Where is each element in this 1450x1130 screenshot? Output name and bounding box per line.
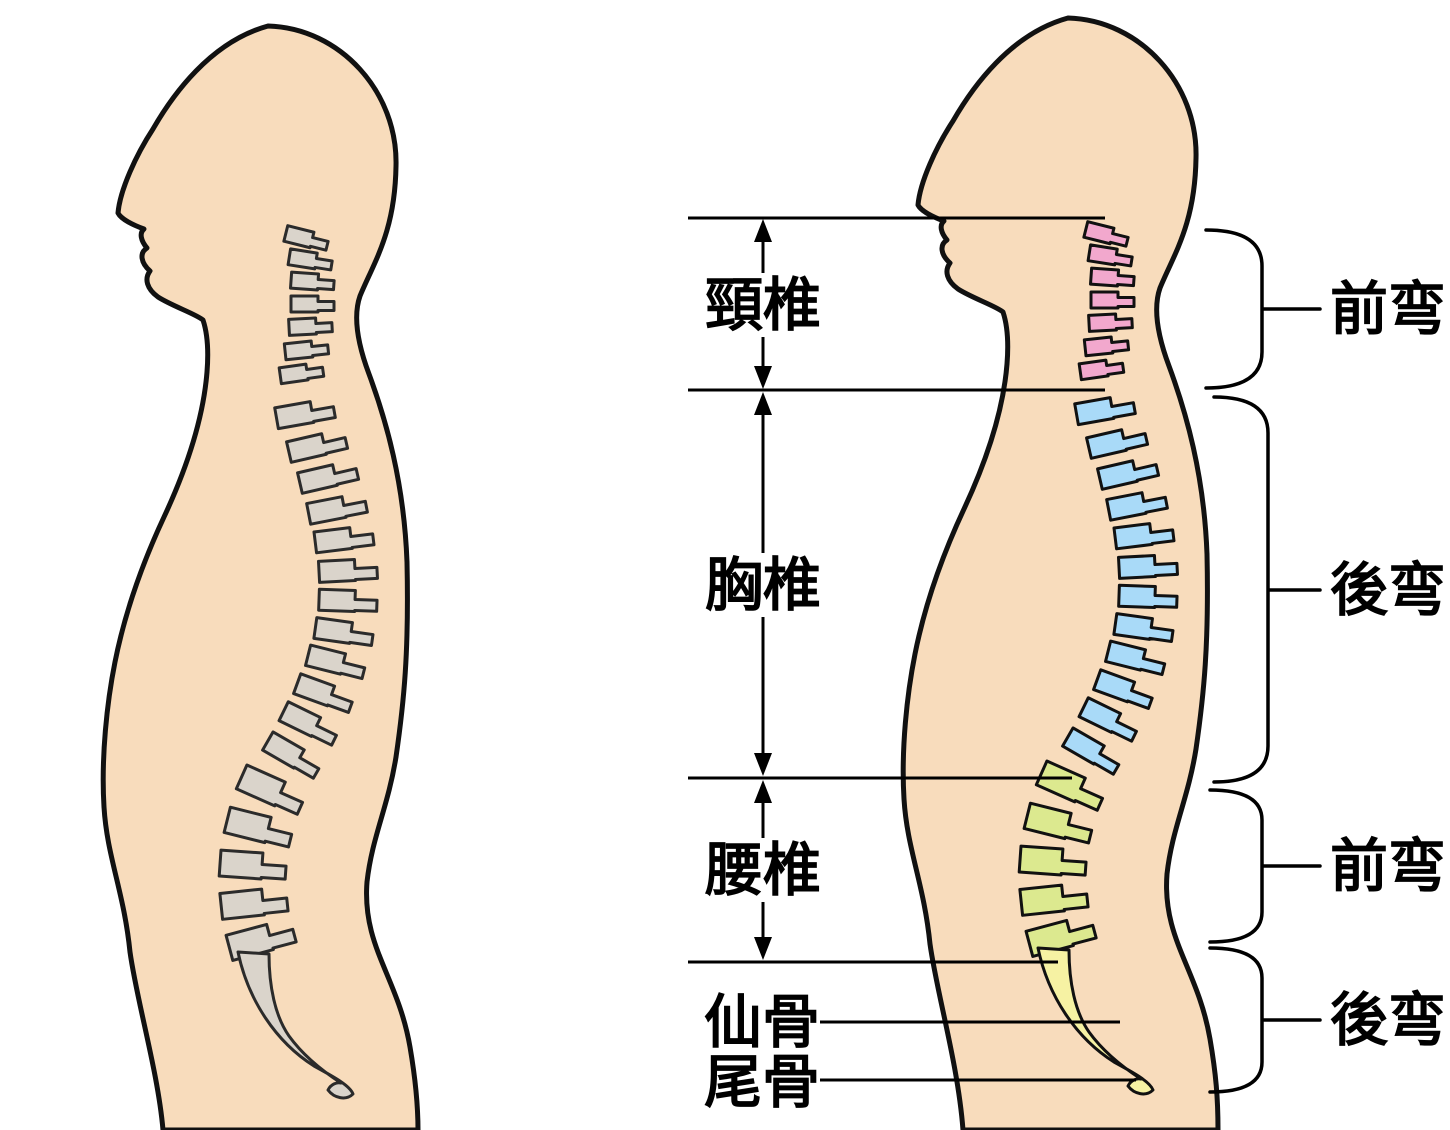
vertebra (1089, 290, 1136, 310)
vertebra (1089, 266, 1136, 288)
vertebra (292, 672, 354, 714)
vertebra (218, 887, 290, 921)
vertebra (1077, 696, 1138, 743)
vertebra (277, 700, 338, 747)
vertebra (273, 400, 337, 431)
vertebra (1018, 883, 1090, 917)
vertebra (316, 558, 379, 584)
vertebra (1117, 583, 1179, 609)
vertebra (1096, 459, 1161, 491)
bracket-thoracic-curve (1212, 395, 1322, 784)
bracket-cervical-curve (1204, 228, 1322, 390)
vertebra (312, 616, 375, 647)
vertebra (296, 463, 361, 495)
annotations: 頸椎 胸椎 腰椎 仙骨 尾骨 前弯 後弯 前弯 後弯 (688, 216, 1446, 1116)
bracket-lumbar-curve (1208, 788, 1322, 944)
label-lumbar: 腰椎 (704, 836, 821, 904)
vertebra (1116, 554, 1179, 580)
vertebra (217, 848, 288, 881)
vertebra (1082, 335, 1131, 358)
sacrum-coccyx-shape (236, 950, 355, 1100)
label-sacrum: 仙骨 (704, 988, 820, 1056)
vertebra (1061, 726, 1121, 776)
vertebra (282, 224, 330, 252)
vertebra (289, 294, 336, 314)
body-silhouette-right (900, 15, 1221, 1130)
vertebra (1087, 312, 1134, 333)
vertebra (261, 730, 321, 780)
vertebra (234, 763, 305, 816)
vertebra (1112, 522, 1176, 551)
label-curve-sacral: 後弯 (1330, 986, 1446, 1054)
spine-plain (217, 224, 379, 1100)
arrow-up-icon (754, 219, 772, 242)
right-figure (900, 15, 1221, 1130)
vertebra (305, 495, 369, 526)
label-mask (698, 838, 828, 902)
label-mask (698, 273, 828, 337)
sacrum-coccyx-shape (1036, 946, 1155, 1096)
arrow-up-icon (754, 392, 772, 415)
vertebra (1082, 220, 1130, 248)
vertebra (1034, 759, 1105, 812)
vertebra (1112, 612, 1175, 643)
vertebra (1086, 243, 1134, 268)
arrow-down-icon (754, 937, 772, 960)
vertebra (317, 587, 379, 613)
label-coccyx: 尾骨 (704, 1048, 820, 1116)
vertebra (1105, 491, 1169, 522)
left-figure (100, 23, 421, 1130)
label-cervical: 頸椎 (705, 271, 821, 339)
body-silhouette-left (100, 23, 421, 1130)
arrow-down-icon (754, 753, 772, 776)
vertebra (282, 339, 331, 362)
vertebra (287, 316, 334, 337)
vertebra (1085, 428, 1150, 460)
vertebra (277, 362, 326, 386)
vertebra (1017, 844, 1088, 877)
vertebra (1073, 396, 1137, 427)
arrow-down-icon (754, 366, 772, 389)
vertebra (304, 643, 367, 681)
label-thoracic: 胸椎 (705, 551, 821, 619)
vertebra (1104, 639, 1167, 677)
vertebra (222, 805, 294, 849)
bracket-sacral-curve (1208, 946, 1322, 1094)
vertebra (1022, 801, 1094, 845)
vertebra (289, 270, 336, 292)
label-mask (698, 553, 828, 617)
spine-colored (1017, 220, 1179, 1096)
vertebra (312, 526, 376, 555)
vertebra (285, 432, 350, 464)
vertebra (1092, 668, 1154, 710)
label-curve-thoracic: 後弯 (1330, 556, 1446, 624)
arrow-up-icon (754, 780, 772, 803)
vertebra (1077, 358, 1126, 382)
label-curve-cervical: 前弯 (1330, 275, 1446, 343)
vertebra (286, 247, 334, 272)
label-curve-lumbar: 前弯 (1330, 832, 1446, 900)
